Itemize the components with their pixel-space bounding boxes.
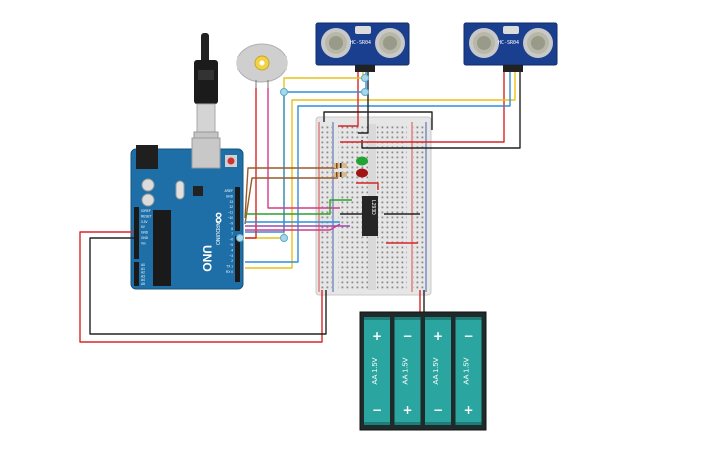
arduino-brand-label: ARDUINO xyxy=(214,222,220,245)
header-pin-label: ~9 xyxy=(229,221,233,225)
header-pin-label: 13 xyxy=(229,200,233,204)
dc-motor xyxy=(236,43,288,88)
battery-cell: − + AA 1.5V xyxy=(394,317,421,425)
header-pin-label: IOREF xyxy=(141,209,151,213)
header-pin-label: A3 xyxy=(141,274,145,278)
battery-pack: + − AA 1.5V − + AA 1.5V + − AA 1.5V − + AA 1.5V xyxy=(359,311,487,431)
led-red xyxy=(356,168,368,178)
cell-bottom-polarity: + xyxy=(402,403,412,417)
cell-label: AA 1.5V xyxy=(370,357,379,384)
cell-bottom-polarity: + xyxy=(463,403,473,417)
wire-brown-1 xyxy=(244,167,338,219)
wire-brown-2 xyxy=(244,177,338,225)
header-pin-label: 12 xyxy=(229,205,233,209)
wires xyxy=(79,72,521,343)
header-pin-label: A0 xyxy=(141,263,145,267)
arduino-uno-board: ∞ UNO ARDUINO AREFGND1312~11~10~987~6~54… xyxy=(130,137,244,290)
wire-motor-red xyxy=(245,88,257,239)
header-pin-label: Vin xyxy=(141,241,146,245)
battery-cell: + − AA 1.5V xyxy=(425,317,451,425)
sensor-right-model: HC-SR04 xyxy=(498,40,519,46)
header-pin-label: GND xyxy=(141,231,149,235)
header-pin-label: A1 xyxy=(141,267,145,271)
header-pin-label: ~6 xyxy=(229,238,233,242)
header-pin-label: RESET xyxy=(141,214,152,218)
header-pin-label: RX 0 xyxy=(226,270,233,274)
wire-arduino-5v xyxy=(79,231,323,343)
header-pin-label: GND xyxy=(226,194,234,198)
header-pin-label: 3.3V xyxy=(141,220,148,224)
resistors xyxy=(333,163,347,177)
cell-label: AA 1.5V xyxy=(401,357,410,384)
usb-cable xyxy=(193,33,219,153)
header-pin-label: A4 xyxy=(141,278,145,282)
header-pin-label: 7 xyxy=(231,232,233,236)
chip-label: L293D xyxy=(370,200,376,215)
cell-top-polarity: + xyxy=(372,329,382,343)
cell-top-polarity: + xyxy=(433,329,443,343)
arduino-model-label: UNO xyxy=(200,245,214,272)
sensor-left-model: HC-SR04 xyxy=(350,40,371,46)
cell-top-polarity: − xyxy=(402,329,412,343)
arduino-infinity-logo: ∞ xyxy=(210,212,227,223)
header-pin-label: ~11 xyxy=(228,211,233,215)
led-green xyxy=(356,156,368,166)
wire-arduino-gnd xyxy=(89,237,327,335)
wire-chip-red xyxy=(356,182,379,190)
wire-junctions xyxy=(236,74,369,242)
wire-motor-pink xyxy=(267,88,340,209)
header-pin-label: 5V xyxy=(141,225,146,229)
cell-bottom-polarity: − xyxy=(433,403,443,417)
wire-right-sensor-gnd xyxy=(361,72,521,149)
cell-bottom-polarity: − xyxy=(372,403,382,417)
header-pin-label: ~10 xyxy=(228,216,234,220)
header-pin-label: ~3 xyxy=(229,254,233,258)
header-pin-label: 2 xyxy=(231,259,233,263)
wire-right-sensor-blue xyxy=(245,72,511,263)
ultrasonic-sensor-left: HC-SR04 xyxy=(315,22,410,72)
wire-right-sensor-yellow xyxy=(245,72,516,269)
cell-label: AA 1.5V xyxy=(462,357,471,384)
motor-driver-chip: L293D xyxy=(362,196,378,236)
battery-cells: + − AA 1.5V − + AA 1.5V + − AA 1.5V − + AA 1.5V xyxy=(364,317,482,425)
battery-cell: − + AA 1.5V xyxy=(455,317,482,425)
header-pin-label: AREF xyxy=(224,189,233,193)
ultrasonic-sensor-right: HC-SR04 xyxy=(463,22,558,72)
header-pin-label: GND xyxy=(141,236,149,240)
header-pin-label: ~5 xyxy=(229,243,233,247)
battery-cell: + − AA 1.5V xyxy=(364,317,390,425)
wire-black-loop xyxy=(323,111,433,130)
cell-top-polarity: − xyxy=(463,329,473,343)
header-pin-label: A2 xyxy=(141,271,145,275)
wire-green xyxy=(245,199,352,215)
wire-left-sensor-vcc xyxy=(338,72,359,127)
header-pin-label: A5 xyxy=(141,282,145,286)
wire-right-sensor-vcc xyxy=(340,72,505,143)
header-pin-label: TX 1 xyxy=(226,265,233,269)
header-pin-label: 8 xyxy=(231,227,233,231)
header-pin-label: 4 xyxy=(231,248,233,252)
cell-label: AA 1.5V xyxy=(431,357,440,384)
